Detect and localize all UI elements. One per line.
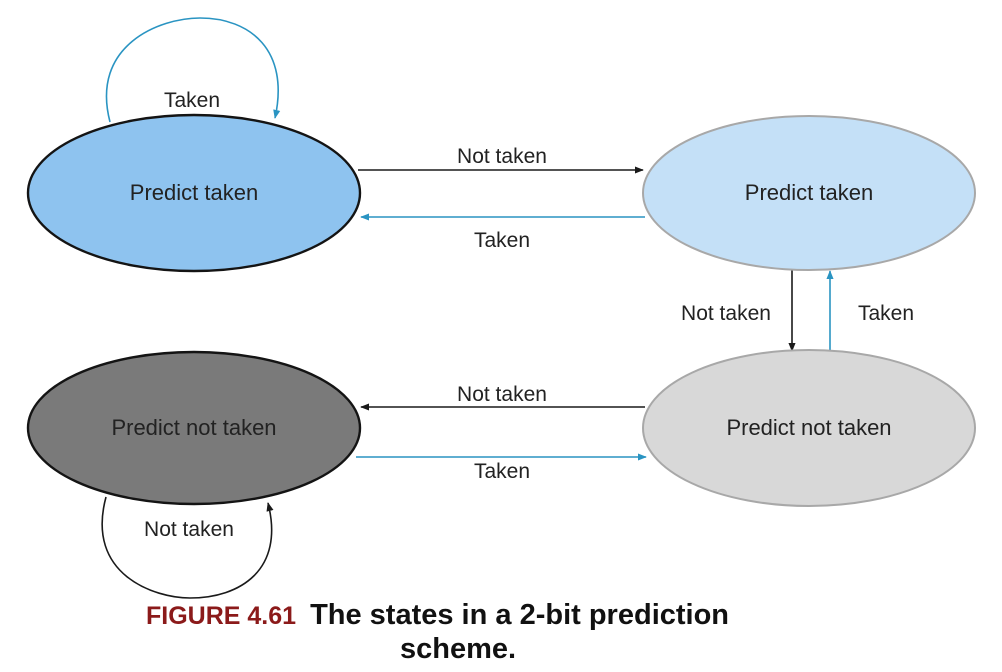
not-taken-bottom-label: Not taken <box>457 383 547 406</box>
not-taken-self-loop-label: Not taken <box>144 518 234 541</box>
caption-line-1: FIGURE 4.61 The states in a 2-bit predict… <box>146 598 729 633</box>
taken-self-loop-arrow <box>105 17 281 123</box>
not-taken-right-label: Not taken <box>681 302 771 325</box>
taken-self-loop-label: Taken <box>164 89 220 112</box>
taken-right-label: Taken <box>858 302 914 325</box>
caption-title-line-2: scheme. <box>400 633 517 665</box>
state-weak-taken <box>642 115 976 271</box>
figure-number: FIGURE 4.61 <box>146 602 297 630</box>
not-taken-self-loop-arrow <box>101 496 274 599</box>
caption-title-line-1: The states in a 2-bit prediction <box>310 599 730 631</box>
taken-bottom-label: Taken <box>474 460 530 483</box>
state-strong-taken-label: Predict taken <box>130 180 258 205</box>
not-taken-top-label: Not taken <box>457 145 547 168</box>
state-strong-taken <box>26 113 362 273</box>
state-weak-not-taken-label: Predict not taken <box>726 415 891 440</box>
taken-top-label: Taken <box>474 229 530 252</box>
state-weak-not-taken <box>642 349 976 507</box>
state-diagram: Taken Not taken Not taken Taken Not take… <box>26 17 976 599</box>
state-strong-not-taken-label: Predict not taken <box>111 415 276 440</box>
state-strong-not-taken <box>26 350 362 506</box>
state-weak-taken-label: Predict taken <box>745 180 873 205</box>
